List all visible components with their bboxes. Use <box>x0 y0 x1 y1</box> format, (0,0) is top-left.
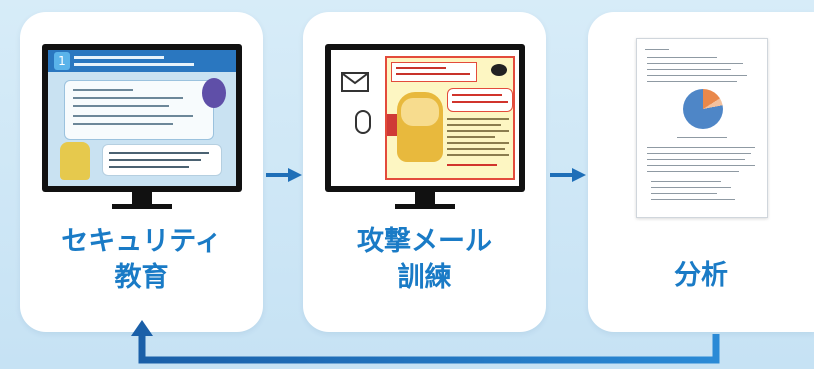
training-slide-thumbnail <box>331 50 519 186</box>
step-label-line: 分析 <box>674 260 728 291</box>
step-label-security-education: セキュリティ 教育 <box>20 224 263 296</box>
right-arrow-icon <box>550 168 586 182</box>
monitor-screen <box>325 44 525 192</box>
step-label-attack-mail-training: 攻撃メール 訓練 <box>303 224 546 296</box>
envelope-icon <box>341 72 369 92</box>
step-label-line: 訓練 <box>397 262 452 293</box>
step-card-attack-mail-training: 攻撃メール 訓練 <box>303 12 546 332</box>
step-label-line: 教育 <box>114 262 169 293</box>
pie-chart-thumbnail <box>683 89 723 129</box>
step-card-security-education: 1 <box>20 12 263 332</box>
mouse-icon <box>355 110 371 134</box>
monitor-screen: 1 <box>42 44 242 192</box>
step-label-analysis: 分析 <box>588 258 814 294</box>
right-arrow-icon <box>266 168 302 182</box>
step-card-analysis: 分析 <box>588 12 814 332</box>
analysis-report-document <box>636 38 768 218</box>
step-label-line: 攻撃メール <box>357 226 492 257</box>
step-label-line: セキュリティ <box>61 226 222 257</box>
education-slide-thumbnail: 1 <box>48 50 236 186</box>
phishing-mail-card <box>385 56 515 180</box>
